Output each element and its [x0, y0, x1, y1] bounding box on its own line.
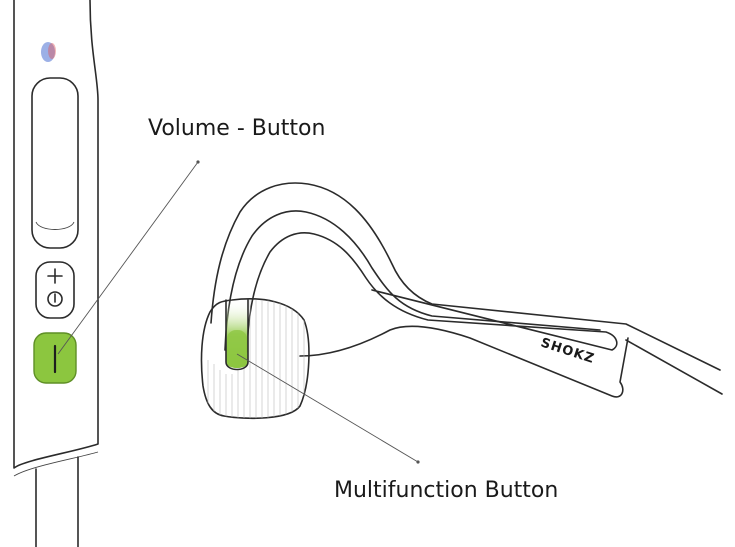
control-unit — [13, 0, 99, 547]
multifunction-button[interactable] — [227, 330, 247, 368]
led-indicator — [41, 42, 56, 62]
brand-logo-text: SHOKZ — [539, 336, 597, 368]
volume-button-label: Volume - Button — [148, 116, 326, 141]
power-icon — [47, 291, 63, 307]
volume-button-leader — [57, 161, 199, 355]
headphone-band — [210, 182, 723, 398]
brand-logo: SHOKZ — [539, 336, 597, 368]
multifunction-button-label: Multifunction Button — [334, 478, 559, 503]
volume-down-button[interactable] — [33, 332, 77, 384]
multifunction-leader — [236, 353, 419, 463]
ear-pad — [200, 298, 310, 420]
volume-up-power-button[interactable] — [35, 261, 75, 319]
volume-rocker-slot — [31, 77, 79, 249]
multifunction-leader-dot — [416, 460, 420, 464]
volume-button-leader-dot — [196, 160, 200, 164]
